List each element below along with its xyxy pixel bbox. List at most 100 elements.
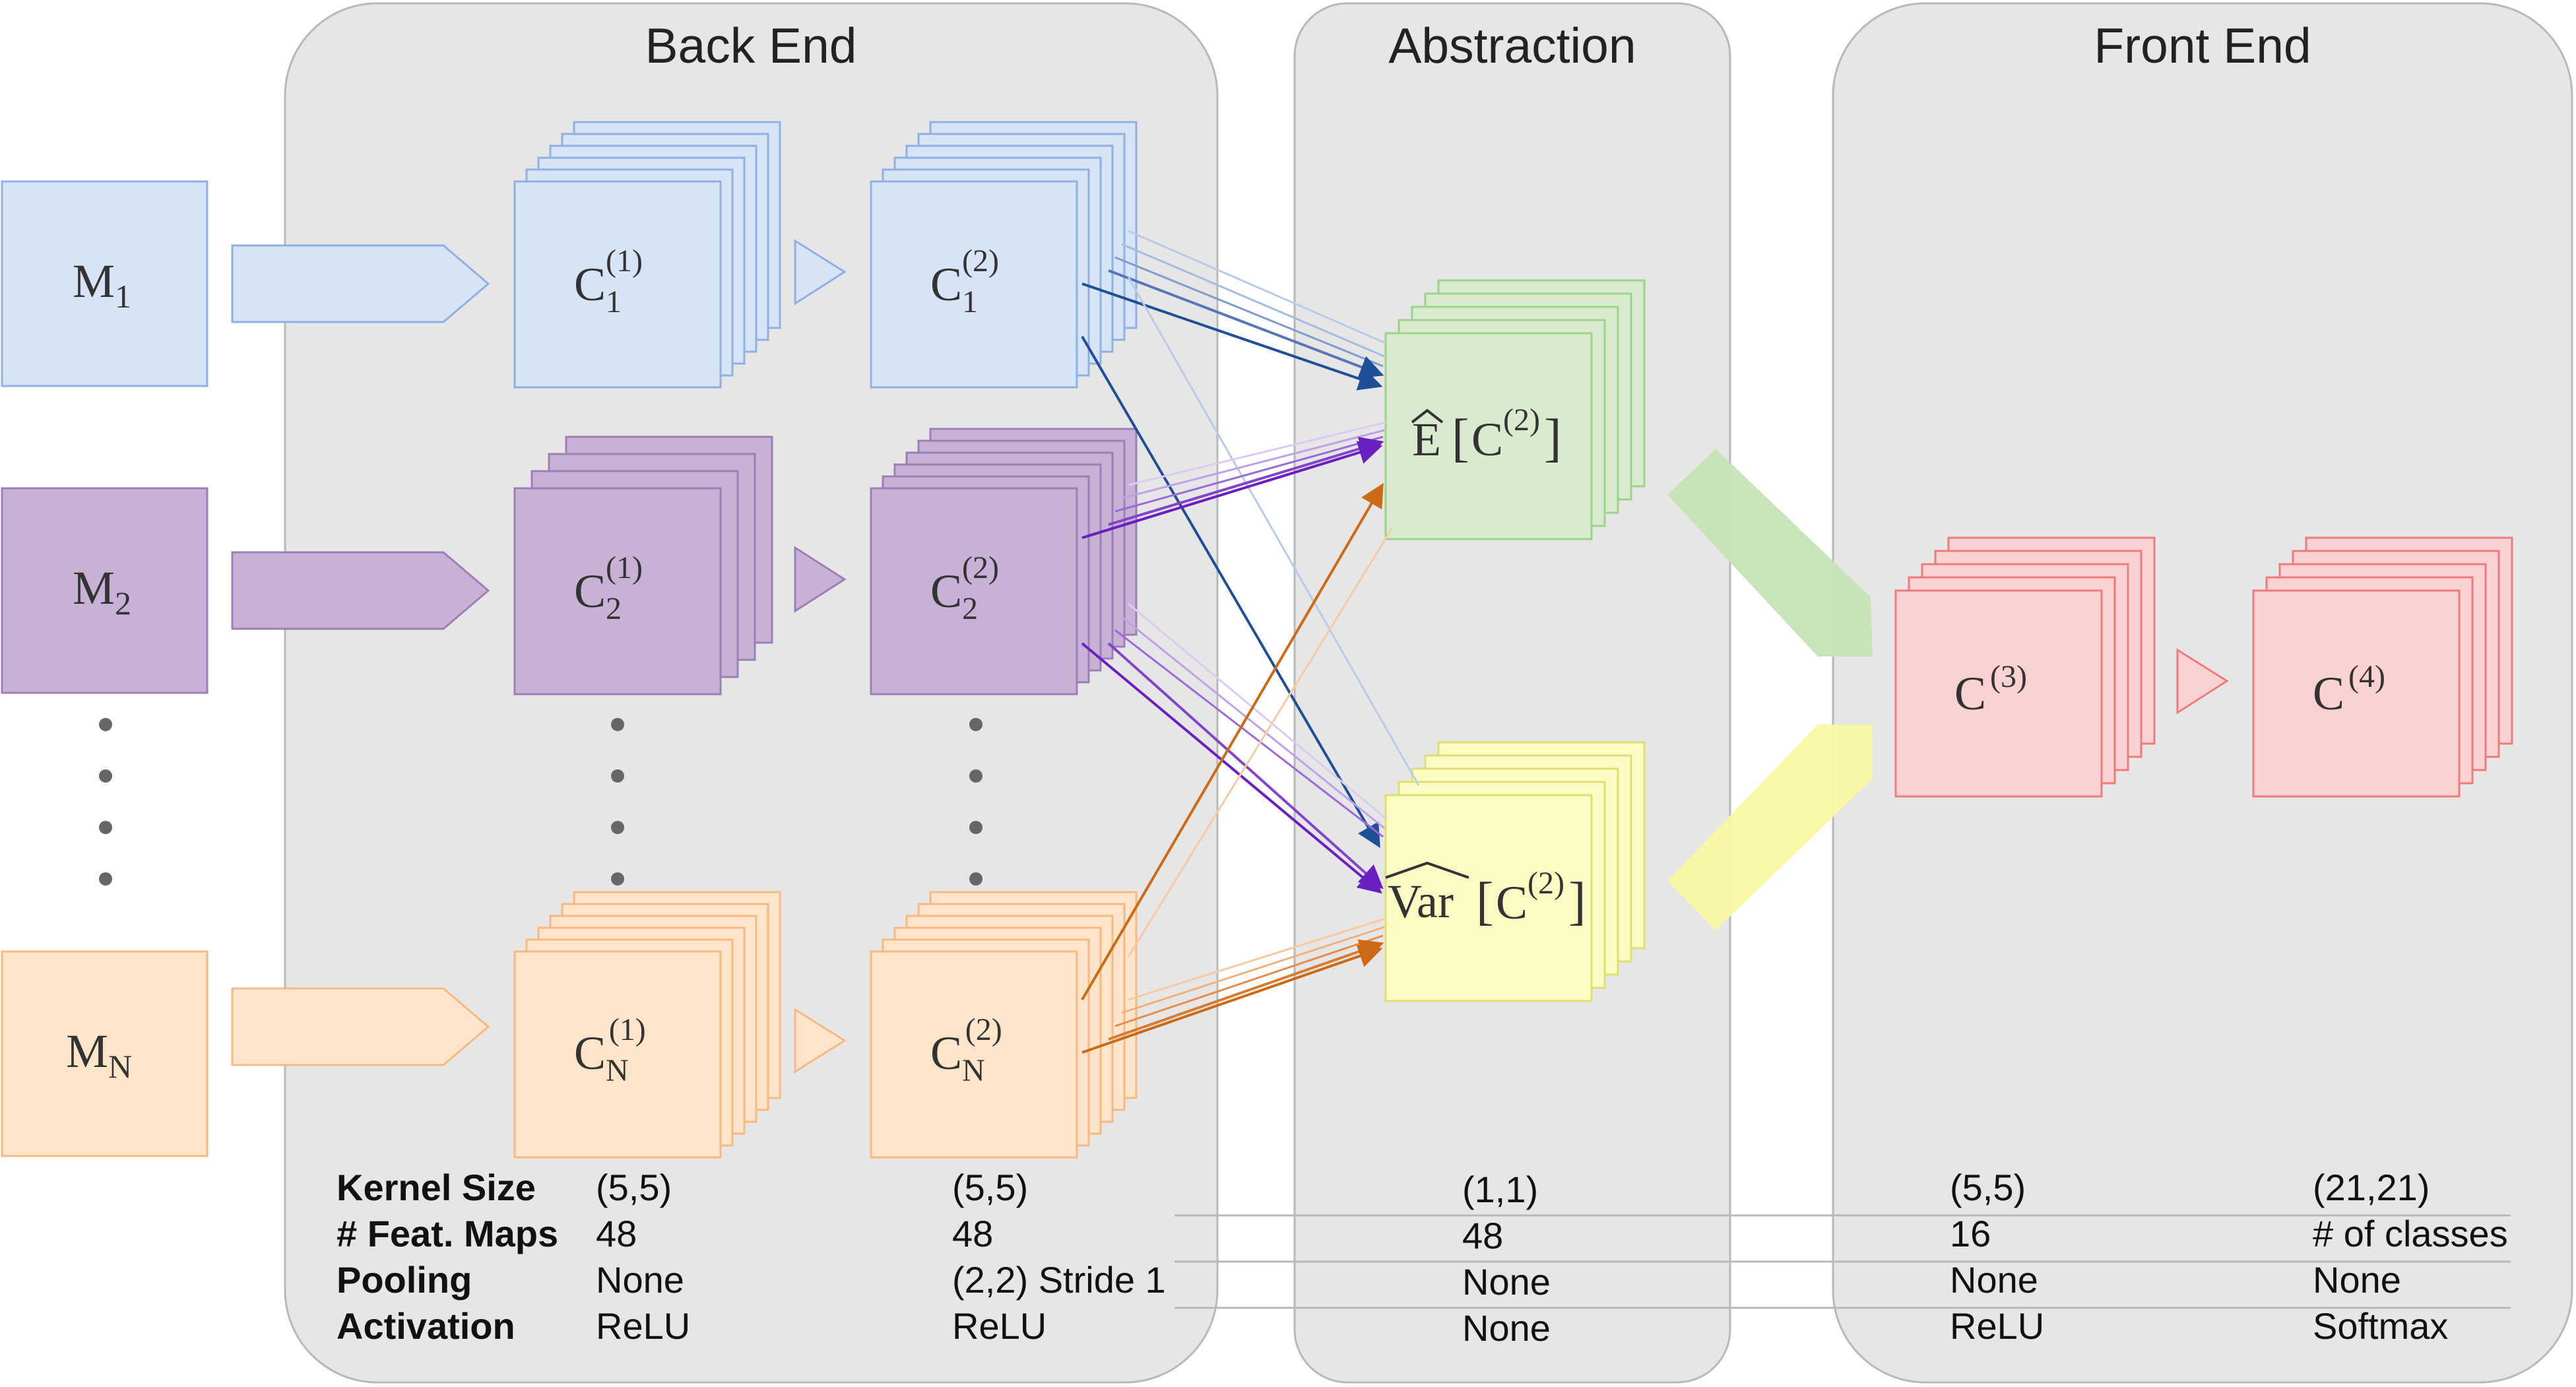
abstraction-title: Abstraction — [1388, 18, 1636, 73]
mean-bracket-close: ] — [1544, 409, 1562, 467]
triangle-red — [2176, 648, 2229, 715]
conv1-activation: ReLU — [596, 1305, 691, 1347]
input-m1-box: M1 — [1, 180, 209, 387]
svg-text:CN(1): CN(1) — [574, 1012, 646, 1088]
front-node-labels: C(3) C(4) — [1954, 659, 2385, 720]
stack-c2-1 — [513, 435, 773, 695]
c2-1-sup: (1) — [606, 550, 643, 585]
feature-map-layer — [2252, 589, 2461, 798]
conv1-pooling: None — [596, 1259, 684, 1301]
stack-mean — [1384, 279, 1646, 540]
cn-2-base: C — [930, 1027, 962, 1080]
c2-1-base: C — [574, 565, 606, 618]
connections-from-cn-2 — [1081, 482, 1394, 1054]
stack-c2-2 — [870, 428, 1138, 695]
conv2-kernel-size: (5,5) — [952, 1167, 1029, 1208]
stack-c4 — [2252, 536, 2513, 798]
abstraction-pooling: None — [1462, 1261, 1551, 1303]
svg-text:M2: M2 — [73, 562, 131, 622]
input-m1-base: M — [73, 255, 115, 307]
variance-bracket-open: [ — [1476, 872, 1494, 930]
stack-c1-2 — [870, 121, 1138, 389]
connections-from-c1-2 — [1081, 230, 1420, 849]
stack-variance — [1384, 741, 1646, 1002]
triangle-orange — [794, 1008, 847, 1074]
conv1-kernel-size: (5,5) — [596, 1167, 672, 1208]
input-m2-box: M2 — [1, 487, 209, 694]
svg-text:M1: M1 — [73, 255, 131, 315]
input-m2-sub: 2 — [115, 585, 131, 622]
conv4-kernel-size: (21,21) — [2313, 1167, 2430, 1208]
c1-1-base: C — [574, 258, 606, 311]
input-mn-sub: N — [108, 1048, 132, 1085]
feature-map-layer — [1894, 589, 2103, 798]
mean-node-label: E [ C(2) ] — [1411, 403, 1562, 467]
feature-map-layer — [513, 180, 722, 389]
stack-c1-1 — [513, 121, 781, 389]
svg-text:C(2): C(2) — [1496, 866, 1564, 929]
conv3-feature-maps: 16 — [1950, 1213, 1991, 1254]
cn-1-sup: (1) — [609, 1012, 646, 1047]
stack-c3 — [1894, 536, 2156, 798]
svg-text:C1(2): C1 (2) — [930, 243, 999, 319]
svg-text:C2(2): C2 (2) — [930, 550, 999, 626]
c1-2-sub: 1 — [962, 284, 978, 319]
svg-text:C(4): C(4) — [2313, 659, 2385, 720]
conv2-feature-maps: 48 — [952, 1213, 994, 1254]
c3-sup: (3) — [1990, 659, 2027, 694]
conv2-pooling: (2,2) Stride 1 — [952, 1259, 1166, 1301]
front-end-title: Front End — [2094, 18, 2311, 73]
layer1-labels: C1(1) C2(1) CN(1) — [574, 243, 646, 1088]
conv1-feature-maps: 48 — [596, 1213, 637, 1254]
c3-base: C — [1954, 667, 1986, 720]
svg-text:C2(1): C2 (1) — [574, 550, 643, 626]
cn-1-sub: N — [606, 1053, 629, 1088]
svg-text:C(3): C(3) — [1954, 659, 2027, 720]
input-m2-base: M — [73, 562, 115, 614]
c1-2-sup: (2) — [962, 243, 999, 278]
block-arrow-m2 — [231, 551, 490, 630]
variance-sup: (2) — [1528, 866, 1564, 901]
conv3-activation: ReLU — [1950, 1305, 2045, 1347]
feature-map-layer — [513, 950, 722, 1159]
block-arrow-mn — [231, 987, 490, 1066]
triangle-purple — [794, 546, 847, 613]
c2-1-sub: 2 — [606, 591, 622, 626]
mean-bracket-open: [ — [1452, 409, 1469, 467]
feature-map-layer — [870, 950, 1078, 1159]
c2-2-base: C — [930, 565, 962, 618]
conv4-activation: Softmax — [2313, 1305, 2449, 1347]
block-arrow-mean-to-front — [1667, 449, 1873, 657]
variance-node-label: Var [ C(2) ] — [1385, 861, 1586, 930]
mean-operator: E — [1412, 413, 1441, 466]
svg-text:CN(2): CN (2) — [930, 1012, 1002, 1088]
feature-map-layer — [1384, 794, 1593, 1002]
row-header-activation: Activation — [337, 1305, 515, 1347]
feature-map-layer — [513, 487, 722, 695]
stack-cn-2 — [870, 891, 1138, 1159]
svg-text:C1(1): C1(1) — [574, 243, 643, 319]
conv4-pooling: None — [2313, 1259, 2401, 1301]
stack-cn-1 — [513, 891, 781, 1159]
cn-2-sub: N — [962, 1053, 985, 1088]
c1-1-sub: 1 — [606, 284, 622, 319]
back-end-title: Back End — [645, 18, 856, 73]
c2-2-sub: 2 — [962, 591, 978, 626]
table-guide-lines — [1175, 1214, 2511, 1309]
input-mn-base: M — [66, 1025, 108, 1078]
block-arrow-m1 — [231, 244, 490, 323]
feature-map-layer — [870, 487, 1078, 695]
variance-bracket-close: ] — [1568, 872, 1586, 930]
c2-2-sup: (2) — [962, 550, 999, 585]
input-mn-box: MN — [1, 950, 209, 1157]
conv3-pooling: None — [1950, 1259, 2038, 1301]
svg-text:C(2): C(2) — [1471, 403, 1540, 466]
abstraction-activation: None — [1462, 1307, 1551, 1349]
c1-2-base: C — [930, 258, 962, 311]
input-m1-sub: 1 — [115, 278, 131, 315]
abstraction-kernel-size: (1,1) — [1462, 1169, 1539, 1210]
cn-2-sup: (2) — [965, 1012, 1002, 1047]
feature-map-layer — [1384, 332, 1593, 540]
row-header-feature-maps: # Feat. Maps — [337, 1213, 559, 1254]
